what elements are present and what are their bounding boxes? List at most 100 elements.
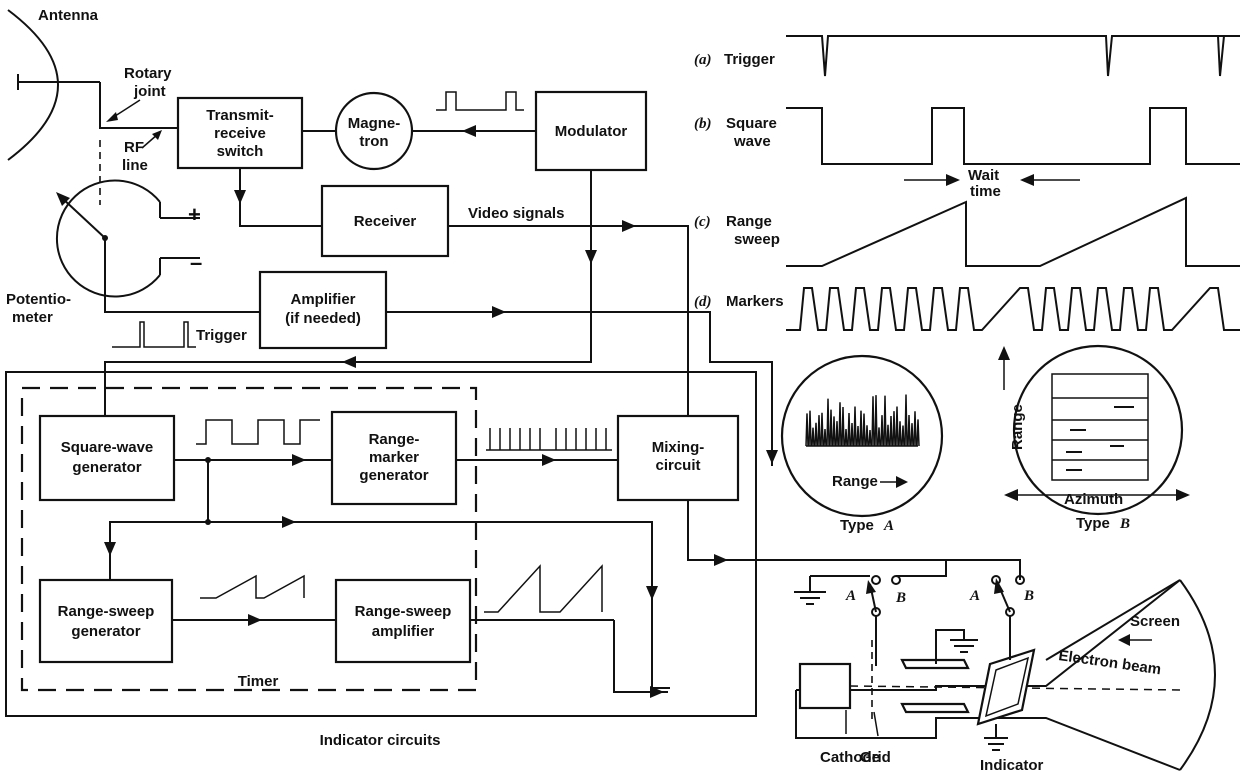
switch-b1-wire	[896, 560, 947, 577]
type-b-word: Type	[1076, 515, 1110, 532]
ground-bottom-icon	[984, 724, 1008, 751]
plus-sign: +	[188, 202, 201, 227]
tr-receiver-link	[239, 168, 322, 227]
modulator-label: Modulator	[555, 123, 628, 140]
receiver-block	[320, 184, 450, 258]
crt-cathode	[798, 662, 852, 710]
waveform-c-letter: (c)	[694, 214, 711, 230]
rf-line-label-1: RF	[124, 139, 144, 156]
waveform-a-trigger	[786, 35, 1240, 77]
amplifier-output	[386, 311, 773, 466]
waveform-d-name: Markers	[726, 293, 784, 310]
amplifier-label-2: (if needed)	[285, 310, 361, 327]
rotary-joint-label-2: joint	[133, 83, 166, 100]
indicator-circuits-label: Indicator circuits	[320, 732, 441, 749]
wait-arrow-left-head	[946, 174, 960, 186]
sq-to-sweep-gen	[109, 521, 208, 580]
switch-a1-label: A	[845, 588, 856, 604]
type-b-range-arrowhead	[998, 346, 1010, 360]
antenna-label: Antenna	[38, 7, 99, 24]
timer-border	[20, 386, 478, 692]
sweep-amp-to-crt-arrow	[650, 686, 664, 698]
indicator-circuits-border	[5, 371, 757, 717]
trigger-pulses	[112, 321, 196, 348]
screen-arrowhead	[1118, 634, 1130, 646]
type-a-range-arrowhead	[896, 476, 908, 488]
type-a-grass-path	[805, 394, 920, 447]
switch-2-lever-head	[994, 578, 1004, 594]
marker-pulses	[486, 428, 612, 451]
range-marker-label-2: marker	[369, 449, 419, 466]
sweep-gen-sawtooth	[200, 574, 305, 599]
indicator-label: Indicator	[980, 757, 1044, 772]
potentiometer-label-1: Potentio-	[6, 291, 71, 308]
amplifier-block	[258, 270, 388, 350]
crt-vertical-plates	[900, 658, 970, 714]
type-b-azimuth-label: Azimuth	[1064, 491, 1123, 508]
sq-to-crt-arrow-2	[646, 586, 658, 600]
timer-label: Timer	[238, 673, 279, 690]
crt-screen	[1179, 579, 1216, 771]
square-wave-label-1: Square-wave	[61, 439, 154, 456]
switch-b1-contact	[891, 575, 901, 585]
sweep-amp-sawtooth	[484, 564, 603, 613]
type-a-letter: A	[883, 518, 894, 534]
range-marker-generator-block	[330, 410, 458, 506]
sq-to-sweep-gen-arrow	[104, 542, 116, 556]
mixing-label-1: Mixing-	[652, 439, 705, 456]
wait-arrow-right-head	[1020, 174, 1034, 186]
transmit-receive-label-1: Transmit-	[206, 107, 274, 124]
video-signals-label: Video signals	[468, 205, 564, 222]
wait-time-label-2: time	[970, 183, 1001, 200]
transmit-receive-label-3: switch	[217, 143, 264, 160]
amplifier-down-arrow	[766, 450, 778, 464]
type-b-azimuth-right	[1176, 489, 1190, 501]
range-marker-label-3: generator	[359, 467, 428, 484]
switch-b2-label: B	[1023, 588, 1034, 604]
magnetron-label-2: tron	[359, 133, 388, 150]
receiver-label: Receiver	[354, 213, 417, 230]
mixing-to-switch-arrow	[714, 554, 728, 566]
range-marker-label-1: Range-	[369, 431, 420, 448]
sweep-gen-to-amp-arrow	[248, 614, 262, 626]
waveform-b-name-2: wave	[733, 133, 771, 150]
square-wave-generator-block	[38, 414, 176, 502]
sq-to-crt-arrow-1	[282, 516, 296, 528]
waveform-a-letter: (a)	[694, 52, 712, 68]
potentiometer-label-2: meter	[12, 309, 53, 326]
wait-time-label-1: Wait	[968, 167, 999, 184]
potentiometer-wiper	[61, 197, 106, 239]
switch-a2-label: A	[969, 588, 980, 604]
ground-left-icon	[794, 576, 826, 605]
type-b-letter: B	[1119, 516, 1130, 532]
switch-b1-label: B	[895, 590, 906, 606]
range-sweep-generator-block	[38, 578, 174, 664]
waveform-c-sweep	[786, 196, 1240, 267]
mixing-circuit-block	[616, 414, 740, 502]
amplifier-label-1: Amplifier	[290, 291, 355, 308]
waveform-c-name-2: sweep	[734, 231, 780, 248]
type-a-word: Type	[840, 517, 874, 534]
crt-top-wall	[1045, 579, 1181, 661]
waveform-d-markers	[786, 287, 1240, 331]
sweep-amp-label-2: amplifier	[372, 623, 435, 640]
crt-tube	[795, 579, 1181, 771]
potentiometer-wiper-head	[56, 192, 70, 206]
potentiometer-output	[104, 238, 260, 313]
waveform-d-letter: (d)	[694, 294, 712, 310]
marker-pulse-lines	[486, 428, 612, 451]
magnetron-label-1: Magne-	[348, 115, 401, 132]
crt-horizontal-plates	[976, 648, 1036, 726]
waveform-b-name-1: Square	[726, 115, 777, 132]
switch-1-lever-head	[866, 580, 876, 594]
amplifier-output-arrow	[492, 306, 506, 318]
rf-line-arrowhead	[152, 130, 162, 140]
sweep-gen-label-1: Range-sweep	[58, 603, 155, 620]
modulator-trigger-arrow-1	[585, 250, 597, 264]
sweep-amp-label-1: Range-sweep	[355, 603, 452, 620]
type-b-display	[1012, 344, 1184, 516]
trigger-label: Trigger	[196, 327, 247, 344]
modulator-pulses	[436, 91, 524, 111]
marker-train-path	[786, 287, 1240, 331]
